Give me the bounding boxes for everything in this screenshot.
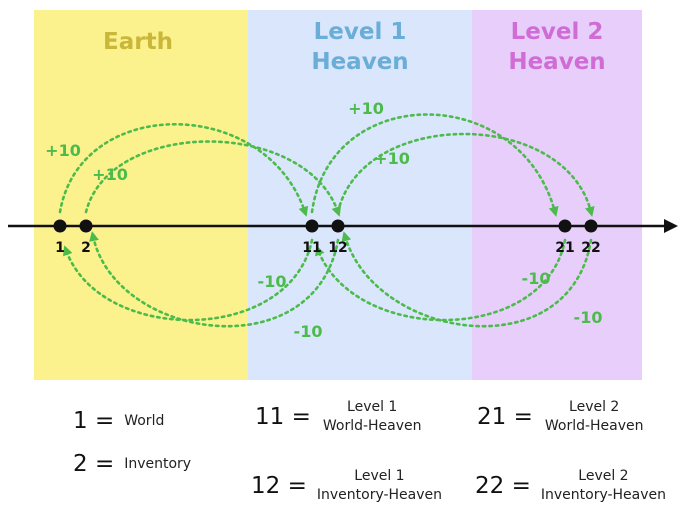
jump-label-22-to-12: -10 (574, 308, 603, 327)
legend-entry-11: 11 = Level 1 World-Heaven (255, 392, 422, 442)
earth-title-line: Earth (103, 29, 173, 55)
legend-description: World (124, 412, 164, 431)
point-11-label: 11 (302, 240, 321, 256)
point-12-label: 12 (328, 240, 347, 256)
level1-heaven-title-line: Heaven (311, 49, 408, 75)
legend-description-line: World (124, 412, 165, 429)
legend-entry-12: 12 = Level 1 Inventory-Heaven (251, 461, 442, 511)
legend-entry-2: 2 = Inventory (73, 439, 191, 489)
legend-entry-21: 21 = Level 2 World-Heaven (477, 392, 644, 442)
point-12-dot (331, 219, 345, 233)
jump-arrow-12-to-2 (89, 231, 340, 328)
jump-arrow-12-to-22 (336, 132, 595, 217)
legend-entry-22: 22 = Level 2 Inventory-Heaven (475, 461, 666, 511)
legend-description-line: Level 2 (569, 399, 620, 415)
jump-arrow-11-to-21 (310, 113, 559, 217)
jump-label-11-to-21: +10 (348, 99, 384, 118)
legend-description: Level 1 World-Heaven (323, 398, 422, 436)
point-22-label: 22 (581, 240, 600, 256)
jump-arrow-22-to-12 (341, 231, 593, 328)
level2-heaven-title-line: Heaven (508, 49, 605, 75)
legend-description: Level 1 Inventory-Heaven (317, 467, 442, 505)
number-line-arrowhead (664, 219, 678, 233)
legend-description-line: World-Heaven (322, 418, 422, 434)
legend-number: 12 = (251, 473, 307, 499)
point-11-dot (305, 219, 319, 233)
point-1-dot (53, 219, 67, 233)
earth-region (34, 10, 248, 380)
point-21-label: 21 (555, 240, 574, 256)
point-2-dot (79, 219, 93, 233)
legend-description-line: Level 1 (347, 399, 398, 415)
point-22-dot (584, 219, 598, 233)
jump-label-21-to-11: -10 (522, 269, 551, 288)
jump-label-1-to-11: +10 (45, 141, 81, 160)
legend-number: 2 = (73, 451, 115, 477)
legend-description-line: Level 1 (354, 468, 405, 484)
legend-description-line: Level 2 (578, 468, 629, 484)
jump-arrow-21-to-11 (315, 238, 567, 322)
legend-description: Inventory (124, 455, 191, 474)
legend-number: 21 = (477, 404, 533, 430)
jump-arrow-1-to-11 (58, 123, 309, 217)
jump-label-2-to-12: +10 (92, 165, 128, 184)
jump-label-12-to-2: -10 (294, 322, 323, 341)
level2-heaven-region (472, 10, 642, 380)
level1-heaven-title-line: Level 1 (314, 19, 407, 45)
point-1-label: 1 (55, 240, 65, 256)
jump-label-12-to-22: +10 (374, 149, 410, 168)
legend-description-line: Inventory (124, 455, 192, 472)
legend-number: 11 = (255, 404, 311, 430)
legend-description: Level 2 World-Heaven (545, 398, 644, 436)
legend-description-line: Inventory-Heaven (316, 487, 443, 503)
legend-entry-1: 1 = World (73, 396, 164, 446)
level2-heaven-title-line: Level 2 (511, 19, 604, 45)
legend-description-line: World-Heaven (544, 418, 644, 434)
legend-number: 22 = (475, 473, 531, 499)
legend-description-line: Inventory-Heaven (540, 487, 667, 503)
jump-label-11-to-1: -10 (258, 272, 287, 291)
point-21-dot (558, 219, 572, 233)
legend-number: 1 = (73, 408, 115, 434)
jump-arrow-2-to-12 (84, 140, 342, 217)
jump-arrow-11-to-1 (62, 238, 314, 322)
point-2-label: 2 (81, 240, 91, 256)
legend-description: Level 2 Inventory-Heaven (541, 467, 666, 505)
